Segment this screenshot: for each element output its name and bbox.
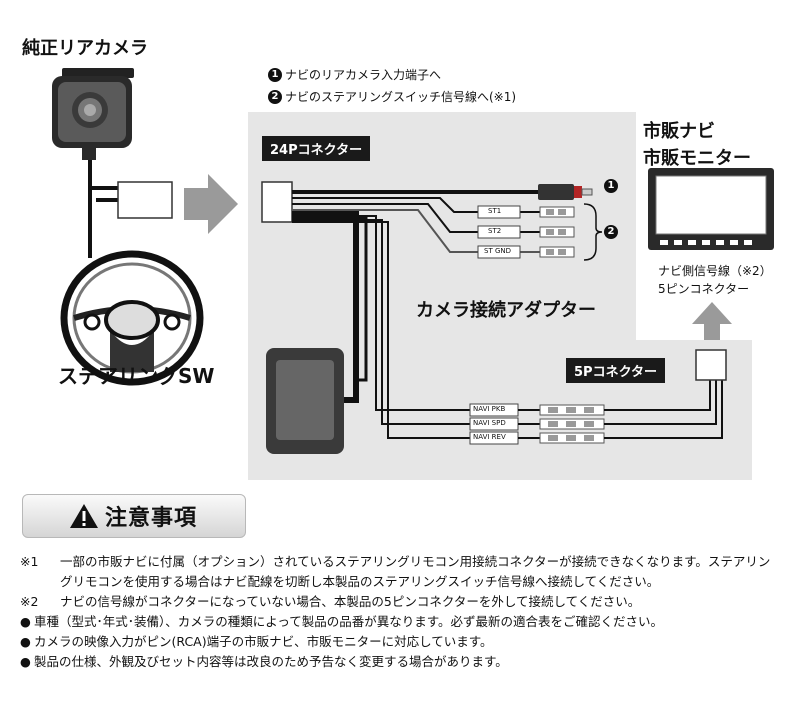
rear-camera-icon [52,68,134,160]
diagram-graphics [52,68,774,480]
navi-monitor-icon [648,168,774,250]
flow-arrow-right-icon [184,174,238,234]
wire-label-navi-spd: NAVI SPD [473,419,506,427]
navi-caption-line1: ナビ側信号線（※2） [658,264,772,278]
wire-label-st2: ST2 [488,227,502,235]
adapter-label: カメラ接続アダプター [416,300,596,321]
caution-banner: 注意事項 [22,494,246,538]
connector-5p-tag: 5Pコネクター [566,358,666,383]
camera-label: 純正リアカメラ [22,38,148,59]
note-mark: ※2 [20,594,39,609]
camera-module-box [117,181,173,219]
connector-24p-tag: 24Pコネクター [262,136,371,161]
steering-label: ステアリングSW [58,364,215,388]
note-mark: ● [20,654,31,669]
wire-label-navi-rev: NAVI REV [473,433,506,441]
note-item: ● 製品の仕様、外観及びセット内容等は改良のため予告なく変更する場合があります。 [20,652,780,672]
notes-list: ※1 一部の市販ナビに付属（オプション）されているステアリングリモコン用接続コネ… [20,552,780,672]
caution-title: 注意事項 [105,506,198,531]
note-item: ● 車種（型式･年式･装備）、カメラの種類によって製品の品番が異なります。必ず最… [20,612,780,632]
rca-plug-icon [538,184,593,200]
note-text: 車種（型式･年式･装備）、カメラの種類によって製品の品番が異なります。必ず最新の… [34,614,664,629]
legend-number: 1 [268,67,282,82]
note-text: ナビの信号線がコネクターになっていない場合、本製品の5ピンコネクターを外して接続… [60,594,641,609]
legend-text: ナビのリアカメラ入力端子へ [285,68,442,82]
note-item: ※1 一部の市販ナビに付属（オプション）されているステアリングリモコン用接続コネ… [20,552,780,592]
legend-number: 2 [268,89,282,104]
marker-1: 1 [604,179,618,193]
legend-text: ナビのステアリングスイッチ信号線へ(※1) [285,90,517,104]
warning-triangle-icon [70,504,98,528]
wire-label-navi-pkb: NAVI PKB [473,405,506,413]
note-text: 製品の仕様、外観及びセット内容等は改良のため予告なく変更する場合があります。 [34,654,508,669]
navi-label-line1: 市販ナビ [643,121,715,142]
wiring-diagram: 純正リアカメラ ステアリングSW 市販ナビ 市販モニター カメラ接続アダプター … [22,38,774,480]
navi-label-line2: 市販モニター [643,148,751,169]
note-mark: ※1 [20,554,39,569]
connector-24p-box [261,181,293,223]
legend-item: 1 ナビのリアカメラ入力端子へ [268,66,441,83]
note-text: 一部の市販ナビに付属（オプション）されているステアリングリモコン用接続コネクター… [60,554,771,589]
note-item: ● カメラの映像入力がピン(RCA)端子の市販ナビ、市販モニターに対応しています… [20,632,780,652]
note-item: ※2 ナビの信号線がコネクターになっていない場合、本製品の5ピンコネクターを外し… [20,592,780,612]
note-text: カメラの映像入力がピン(RCA)端子の市販ナビ、市販モニターに対応しています。 [34,634,493,649]
legend-item: 2 ナビのステアリングスイッチ信号線へ(※1) [268,88,516,105]
connector-5p-box [695,349,727,381]
wire-label-st1: ST1 [488,207,502,215]
steering-wheel-icon [60,250,204,386]
wire-label-stgnd: ST GND [484,247,511,255]
marker-2: 2 [604,225,618,239]
note-mark: ● [20,614,31,629]
flow-arrow-up-icon [692,302,732,340]
navi-caption-line2: 5ピンコネクター [658,282,750,296]
note-mark: ● [20,634,31,649]
